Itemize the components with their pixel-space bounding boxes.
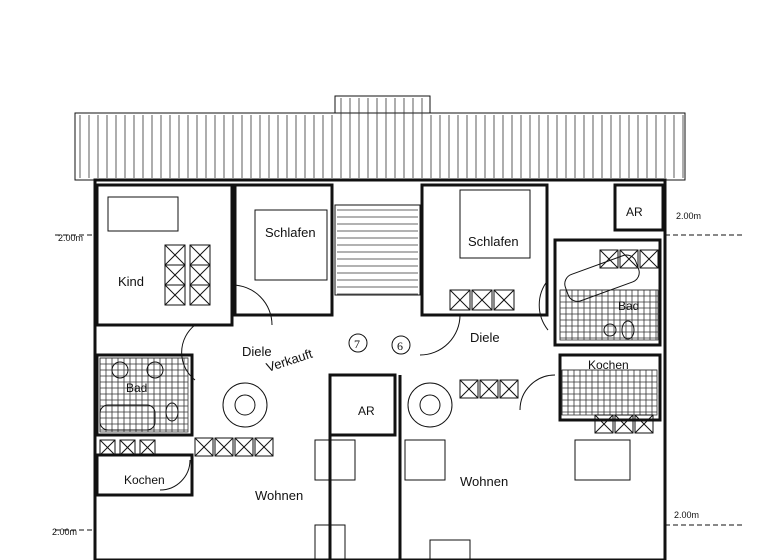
room-label-kochen-right: Kochen xyxy=(588,358,629,372)
bed-left xyxy=(254,209,328,281)
verkauft-annotation: Verkauft xyxy=(264,346,314,375)
dimension-lines xyxy=(55,234,745,531)
room-label-ar-top-right: AR xyxy=(626,205,643,219)
built-in-cabinets xyxy=(99,244,659,457)
door-swings xyxy=(159,279,556,491)
bathtubs xyxy=(99,254,640,431)
room-label-wohnen-right: Wohnen xyxy=(460,474,508,489)
spiral-stairs xyxy=(222,382,453,428)
level-label-right-lower: 2.00m xyxy=(674,510,699,520)
bed-kind xyxy=(107,196,179,232)
room-label-diele-left: Diele xyxy=(242,344,272,359)
roof-hatching xyxy=(79,98,684,295)
unit-7-marker xyxy=(348,333,368,353)
tiled-areas xyxy=(99,289,659,433)
unit-7-number: 7 xyxy=(354,337,360,351)
roof-section xyxy=(74,95,686,295)
room-label-wohnen-left: Wohnen xyxy=(255,488,303,503)
room-label-ar-center: AR xyxy=(358,404,375,418)
level-label-right-upper: 2.00m xyxy=(676,211,701,221)
unit-6-marker xyxy=(391,335,411,355)
spiral-stair-left xyxy=(222,382,268,428)
spiral-stair-right xyxy=(407,382,453,428)
bathtub-left xyxy=(99,404,156,431)
outer-walls xyxy=(93,178,667,560)
sink-icon xyxy=(146,361,164,379)
room-label-kind: Kind xyxy=(118,274,144,289)
room-label-bad-right: Bad xyxy=(618,299,639,313)
level-label-left-upper: 2.00m xyxy=(58,233,83,243)
beds xyxy=(107,189,531,281)
toilet-icon xyxy=(165,402,179,422)
room-label-bad-left: Bad xyxy=(126,381,147,395)
room-label-kochen-left: Kochen xyxy=(124,473,165,487)
toilet-icon xyxy=(621,320,635,340)
toilets xyxy=(165,320,635,422)
sinks xyxy=(111,323,617,379)
room-label-diele-right: Diele xyxy=(470,330,500,345)
unit-6-number: 6 xyxy=(397,339,403,353)
bed-right xyxy=(459,189,531,259)
dining-tables xyxy=(314,439,631,560)
room-label-schlafen-left: Schlafen xyxy=(265,225,316,240)
level-label-left-lower: 2.00m xyxy=(52,527,77,537)
sink-icon xyxy=(111,361,129,379)
bathtub-right xyxy=(564,254,640,302)
tile-grid xyxy=(99,289,658,432)
sink-icon xyxy=(603,323,617,337)
room-label-schlafen-right: Schlafen xyxy=(468,234,519,249)
interior-walls xyxy=(95,183,665,560)
